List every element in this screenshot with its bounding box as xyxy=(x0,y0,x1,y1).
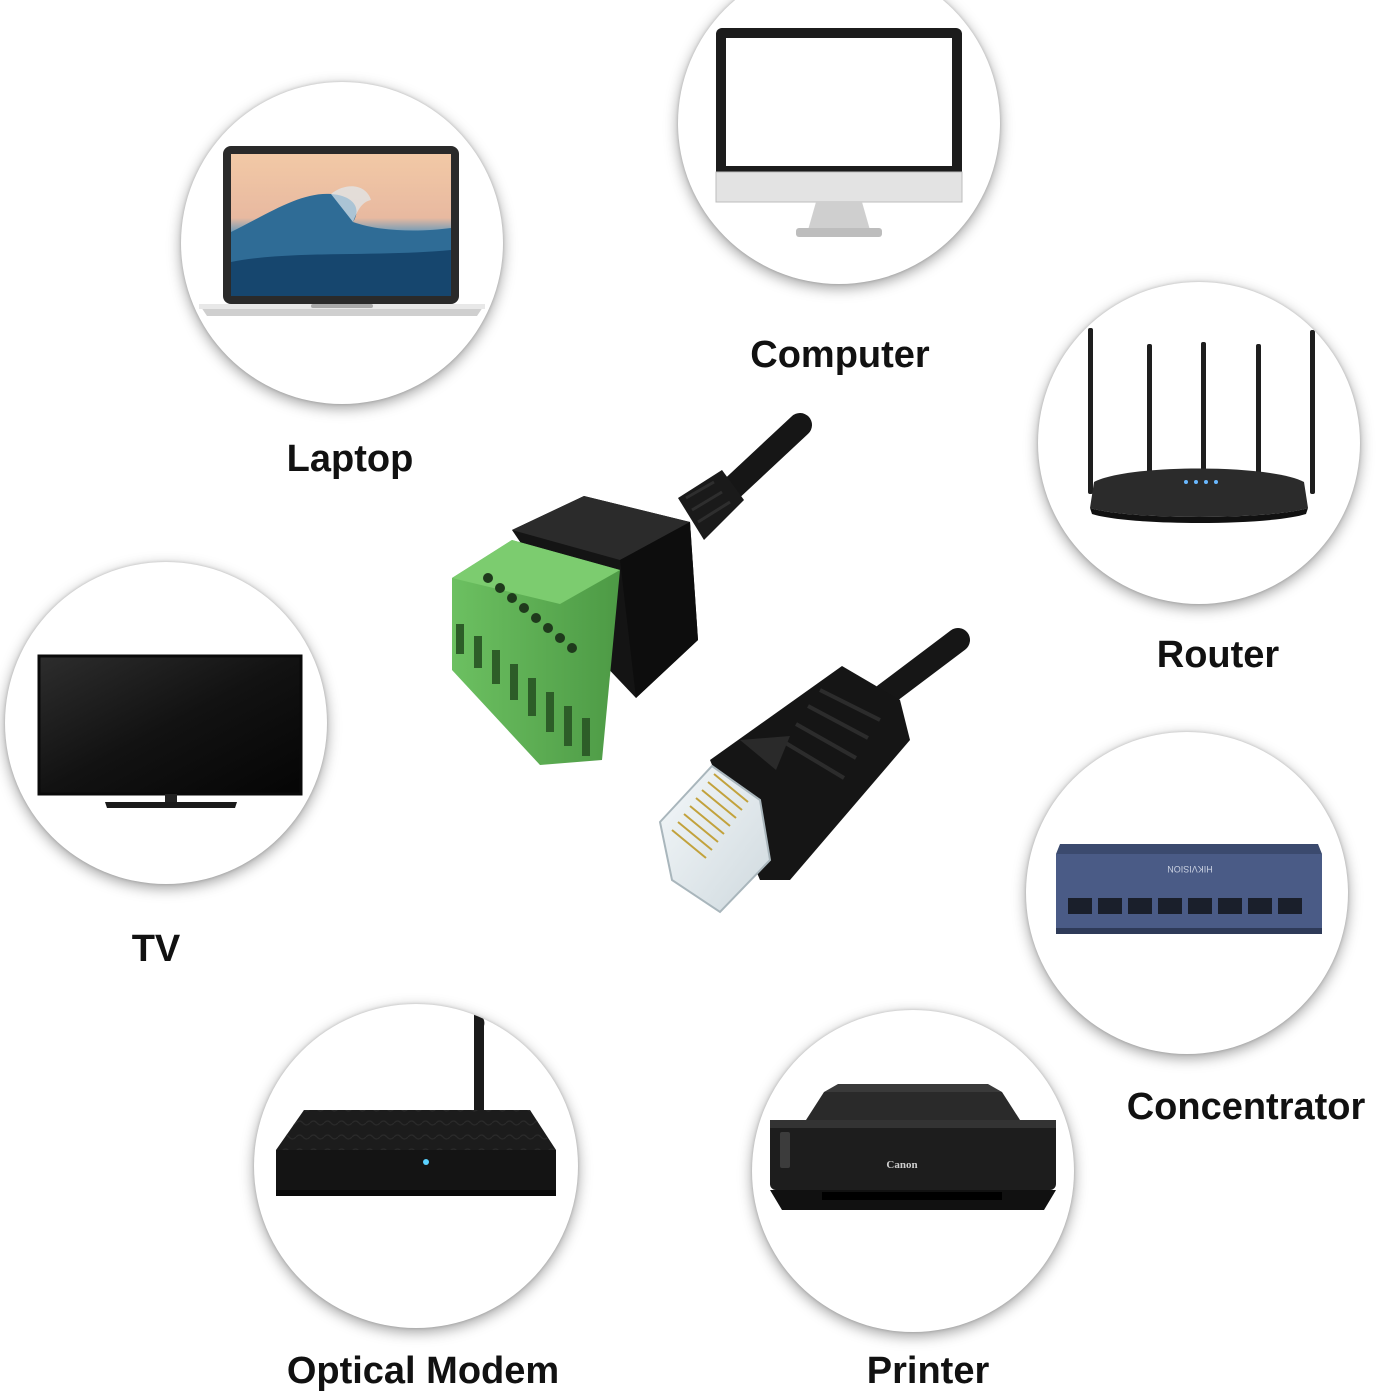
computer-circle xyxy=(678,0,1000,284)
printer-label: Printer xyxy=(866,1350,990,1392)
laptop-icon xyxy=(199,146,485,316)
switch-brand-text: HIKVISION xyxy=(1167,864,1213,874)
concentrator-circle: HIKVISION xyxy=(1026,732,1348,1054)
tv-label: TV xyxy=(131,928,181,970)
computer-label: Computer xyxy=(750,334,930,376)
laptop-circle xyxy=(181,82,503,404)
tv-icon xyxy=(37,654,303,808)
modem-icon xyxy=(276,1014,556,1196)
rj45-terminal-block-adapter-icon xyxy=(452,413,970,914)
network-switch-icon: HIKVISION xyxy=(1056,844,1322,934)
laptop-label: Laptop xyxy=(286,438,414,480)
tv-circle xyxy=(5,562,327,884)
printer-circle: Canon xyxy=(752,1010,1074,1332)
printer-brand-text: Canon xyxy=(886,1159,917,1171)
router-icon xyxy=(1088,328,1315,523)
router-circle xyxy=(1038,282,1360,604)
optical-modem-label: Optical Modem xyxy=(286,1350,560,1392)
monitor-icon xyxy=(715,28,963,237)
router-label: Router xyxy=(1156,634,1280,676)
printer-icon: Canon xyxy=(770,1084,1056,1210)
optical-modem-circle xyxy=(254,1004,578,1328)
concentrator-label: Concentrator xyxy=(1126,1086,1366,1128)
